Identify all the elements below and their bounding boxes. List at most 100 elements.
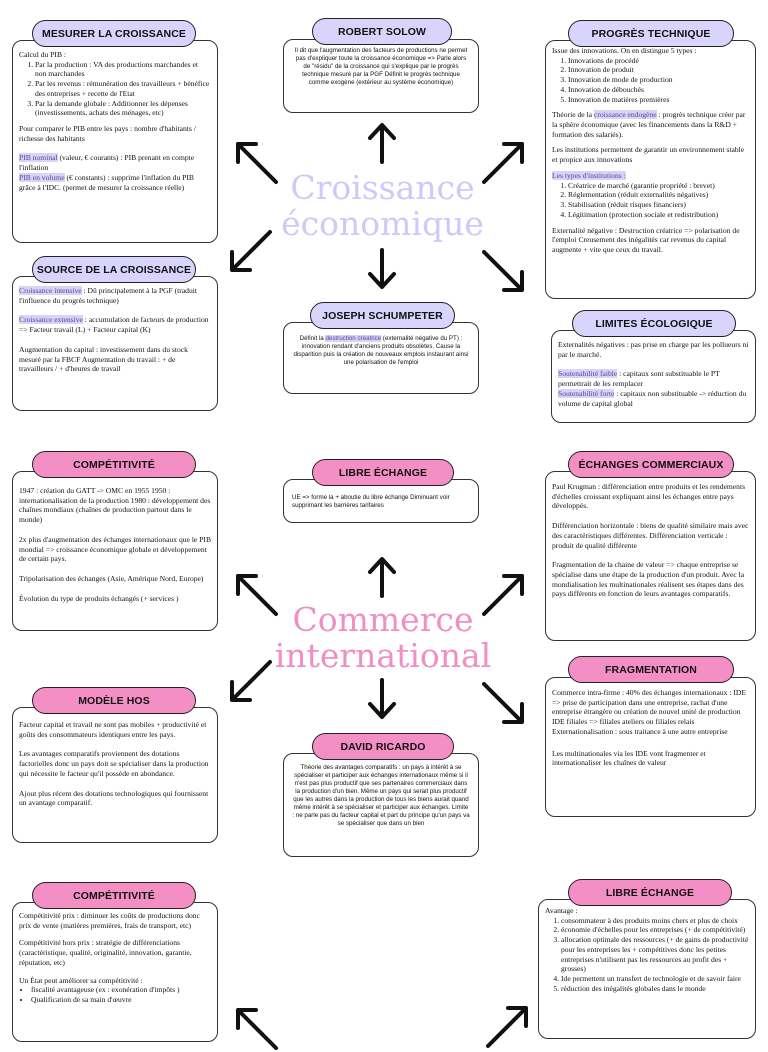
list-item: Réglementation (réduit externalités néga… (568, 190, 749, 200)
hos-facteur: Facteur capital et travail ne sont pas m… (19, 720, 207, 739)
arrow-up-right-icon (482, 142, 524, 184)
list-item: réduction des inégalités globales dans l… (561, 984, 749, 994)
limites-faible: Soutenabilité faible : capitaux sont sub… (558, 369, 749, 388)
arrow-down-right-icon (482, 682, 524, 724)
forte-term: Soutenabilité forte (558, 388, 615, 398)
competitivite2-card: Compétitivité prix : diminuer les coûts … (12, 902, 218, 1042)
libre-label: LIBRE ÉCHANGE (312, 459, 454, 486)
nominal-term: PIB nominal (19, 153, 58, 163)
progres-externalite: Externalité négative : Destruction créat… (552, 225, 740, 254)
croissance-title-line1: Croissance (290, 168, 475, 207)
list-item: Stabilisation (réduit risques financiers… (568, 200, 749, 210)
extensive-text: : accumulation de facteurs de production… (19, 315, 209, 335)
list-item: Par la demande globale : Additionner les… (35, 99, 211, 118)
arrow-down-left-icon (230, 660, 272, 702)
limites-card: Externalités négatives : pas prise en ch… (551, 330, 756, 423)
ricardo-label: DAVID RICARDO (312, 733, 454, 760)
volume-text: (€ constants) : supprime l'inflation du … (19, 172, 194, 192)
theorie-term: croissance endogène (593, 110, 657, 120)
fragmentation-card: Commerce intra-firme : 40% des échanges … (545, 677, 756, 817)
solow-label: ROBERT SOLOW (312, 18, 452, 45)
progres-label: PROGRÈS TECHNIQUE (568, 20, 734, 47)
progres-types: Les types d'institutions : (552, 170, 749, 181)
mesurer-volume: PIB en volume (€ constants) : supprime l… (19, 172, 211, 192)
theorie-post: : progrès technique créer par la sphère … (552, 110, 746, 139)
croissance-title: Croissance économique (270, 170, 495, 241)
libre2-label: LIBRE ÉCHANGE (568, 879, 732, 906)
competitivite-evolution: Évolution du type de produits échangés (… (19, 593, 179, 603)
list-item: Innovation de matières premières (568, 95, 749, 105)
nominal-text: (valeur, € courants) : PIB prenant en co… (19, 153, 195, 173)
echanges-krugman: Paul Krugman : différenciation entre pro… (552, 482, 746, 511)
arrow-up-icon (368, 557, 396, 598)
source-augmentation: Augmentation du capital : investissement… (19, 344, 188, 374)
progres-intro: Issue des innovations. On en distingue 5… (552, 46, 697, 55)
schumpeter-pre: Définit la (299, 335, 326, 342)
echanges-differenciation: Différenciation horizontale : biens de q… (552, 521, 749, 550)
intensive-text: : Dû principalement à la PGF (traduit l'… (19, 286, 197, 305)
competitivite2-label: COMPÉTITIVITÉ (32, 882, 196, 909)
forte-text: : capitaux non substituable -> réduction… (558, 388, 747, 408)
libre2-list: consommateur à des produits moins chers … (545, 916, 749, 994)
competitivite2-hors-prix: Compétitivité hors prix : stratégie de d… (19, 938, 192, 967)
arrow-up-left-icon (236, 142, 278, 184)
mesurer-compare: Pour comparer le PIB entre les pays : no… (19, 124, 196, 143)
hos-ajout: Ajout plus récent des dotations technolo… (19, 788, 209, 808)
schumpeter-card: Définit la destruction créatrice (extern… (283, 322, 479, 394)
echanges-label: ÉCHANGES COMMERCIAUX (568, 451, 734, 478)
libre-text: UE => forme la + aboutie du libre échang… (292, 494, 450, 509)
solow-card: Il dit que l'augmentation des facteurs d… (283, 39, 479, 113)
institutions-list: Créatrice de marché (garantie propriété … (552, 181, 749, 220)
list-item: Par la production : VA des productions m… (35, 60, 211, 79)
arrow-up-icon (368, 123, 396, 164)
echanges-card: Paul Krugman : différenciation entre pro… (545, 471, 756, 641)
list-item: consommateur à des produits moins chers … (561, 916, 749, 926)
ricardo-card: Théorie des avantages comparatifs : un p… (283, 753, 479, 857)
fragmentation-label: FRAGMENTATION (568, 656, 734, 683)
croissance-title-line2: économique (281, 203, 484, 243)
competitivite2-etat: Un État peut améliorer sa compétitivité … (19, 975, 143, 985)
intensive-term: Croissance intensive (19, 286, 82, 295)
libre2-intro: Avantage : (545, 906, 578, 915)
competitivite-card: 1947 : création du GATT -> OMC en 1955 1… (12, 471, 218, 631)
list-item: Innovation de produit (568, 65, 749, 75)
libre2-card: Avantage : consommateur à des produits m… (538, 899, 756, 1039)
faible-text: : capitaux sont substituable le PT perme… (558, 369, 720, 389)
list-item: Qualification de sa main d'œuvre (31, 995, 211, 1005)
progres-list: Innovations de procédé Innovation de pro… (552, 56, 749, 105)
arrow-up-right-icon (486, 1006, 528, 1048)
mesurer-label: MESURER LA CROISSANCE (32, 20, 196, 47)
competitivite-dates: 1947 : création du GATT -> OMC en 1955 1… (19, 486, 211, 525)
mesurer-list: Par la production : VA des productions m… (19, 60, 211, 118)
limites-externalites: Externalités négatives : pas prise en ch… (558, 340, 749, 359)
arrow-down-right-icon (482, 250, 524, 292)
echanges-fragmentation: Fragmentation de la chaine de valeur => … (552, 560, 745, 599)
hos-card: Facteur capital et travail ne sont pas m… (12, 707, 218, 843)
list-item: Ide permettent un transfert de technolog… (561, 974, 749, 984)
competitivite-label: COMPÉTITIVITÉ (32, 451, 196, 478)
source-intensive: Croissance intensive : Dû principalement… (19, 286, 211, 305)
theorie-pre: Théorie de la (552, 110, 594, 120)
source-card: Croissance intensive : Dû principalement… (12, 276, 218, 411)
schumpeter-label: JOSEPH SCHUMPETER (310, 302, 455, 329)
commerce-title: Commerce international (262, 602, 504, 673)
progres-institutions: Les institutions permettent de garantir … (552, 145, 745, 165)
list-item: économie d'échelles pour les entreprises… (561, 925, 749, 935)
arrow-up-left-icon (236, 574, 278, 616)
list-item: Innovations de procédé (568, 56, 749, 66)
arrow-up-right-icon (482, 574, 524, 616)
fragmentation-intra: Commerce intra-firme : 40% des échanges … (552, 688, 746, 736)
arrow-up-left-icon (236, 1008, 278, 1050)
faible-term: Soutenabilité faible (558, 369, 618, 379)
progres-card: Issue des innovations. On en distingue 5… (545, 40, 756, 299)
limites-forte: Soutenabilité forte : capitaux non subst… (558, 388, 749, 408)
competitivite-augmentation: 2x plus d'augmentation des échanges inte… (19, 534, 212, 564)
list-item: Par les revenus : rémunération des trava… (35, 79, 211, 98)
types-term: Les types d'institutions : (552, 170, 626, 180)
mesurer-card: Calcul du PIB : Par la production : VA d… (12, 40, 218, 243)
competitivite2-list: fiscalité avantageuse (ex : exonération … (19, 985, 211, 1004)
commerce-title-line2: international (274, 635, 492, 675)
volume-term: PIB en volume (19, 172, 65, 182)
progres-theorie: Théorie de la croissance endogène : prog… (552, 110, 749, 139)
hos-avantages: Les avantages comparatifs proviennent de… (19, 749, 209, 778)
